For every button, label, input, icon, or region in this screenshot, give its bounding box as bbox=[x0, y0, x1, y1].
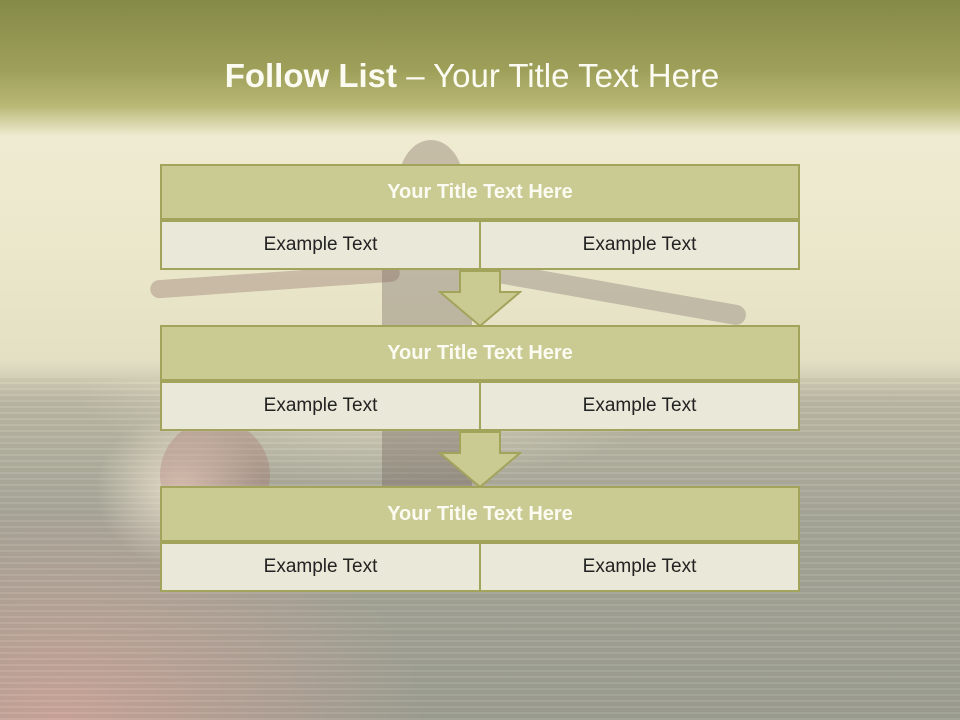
down-arrow-icon bbox=[438, 270, 522, 328]
block-title: Your Title Text Here bbox=[160, 486, 800, 542]
block-cell-right: Example Text bbox=[481, 381, 800, 431]
block-row: Example Text Example Text bbox=[160, 220, 800, 270]
block-cell-right: Example Text bbox=[481, 542, 800, 592]
title-bar bbox=[0, 0, 960, 135]
block-cell-left: Example Text bbox=[160, 542, 481, 592]
list-block-3: Your Title Text Here Example Text Exampl… bbox=[160, 486, 800, 592]
slide-title: Follow List – Your Title Text Here bbox=[0, 56, 944, 96]
down-arrow-icon bbox=[438, 431, 522, 489]
list-block-2: Your Title Text Here Example Text Exampl… bbox=[160, 325, 800, 431]
slide-title-rest: – Your Title Text Here bbox=[397, 57, 720, 94]
block-title: Your Title Text Here bbox=[160, 325, 800, 381]
list-block-1: Your Title Text Here Example Text Exampl… bbox=[160, 164, 800, 270]
slide-title-bold: Follow List bbox=[224, 57, 398, 94]
block-cell-left: Example Text bbox=[160, 220, 481, 270]
block-cell-left: Example Text bbox=[160, 381, 481, 431]
block-title: Your Title Text Here bbox=[160, 164, 800, 220]
block-row: Example Text Example Text bbox=[160, 542, 800, 592]
block-cell-right: Example Text bbox=[481, 220, 800, 270]
block-row: Example Text Example Text bbox=[160, 381, 800, 431]
